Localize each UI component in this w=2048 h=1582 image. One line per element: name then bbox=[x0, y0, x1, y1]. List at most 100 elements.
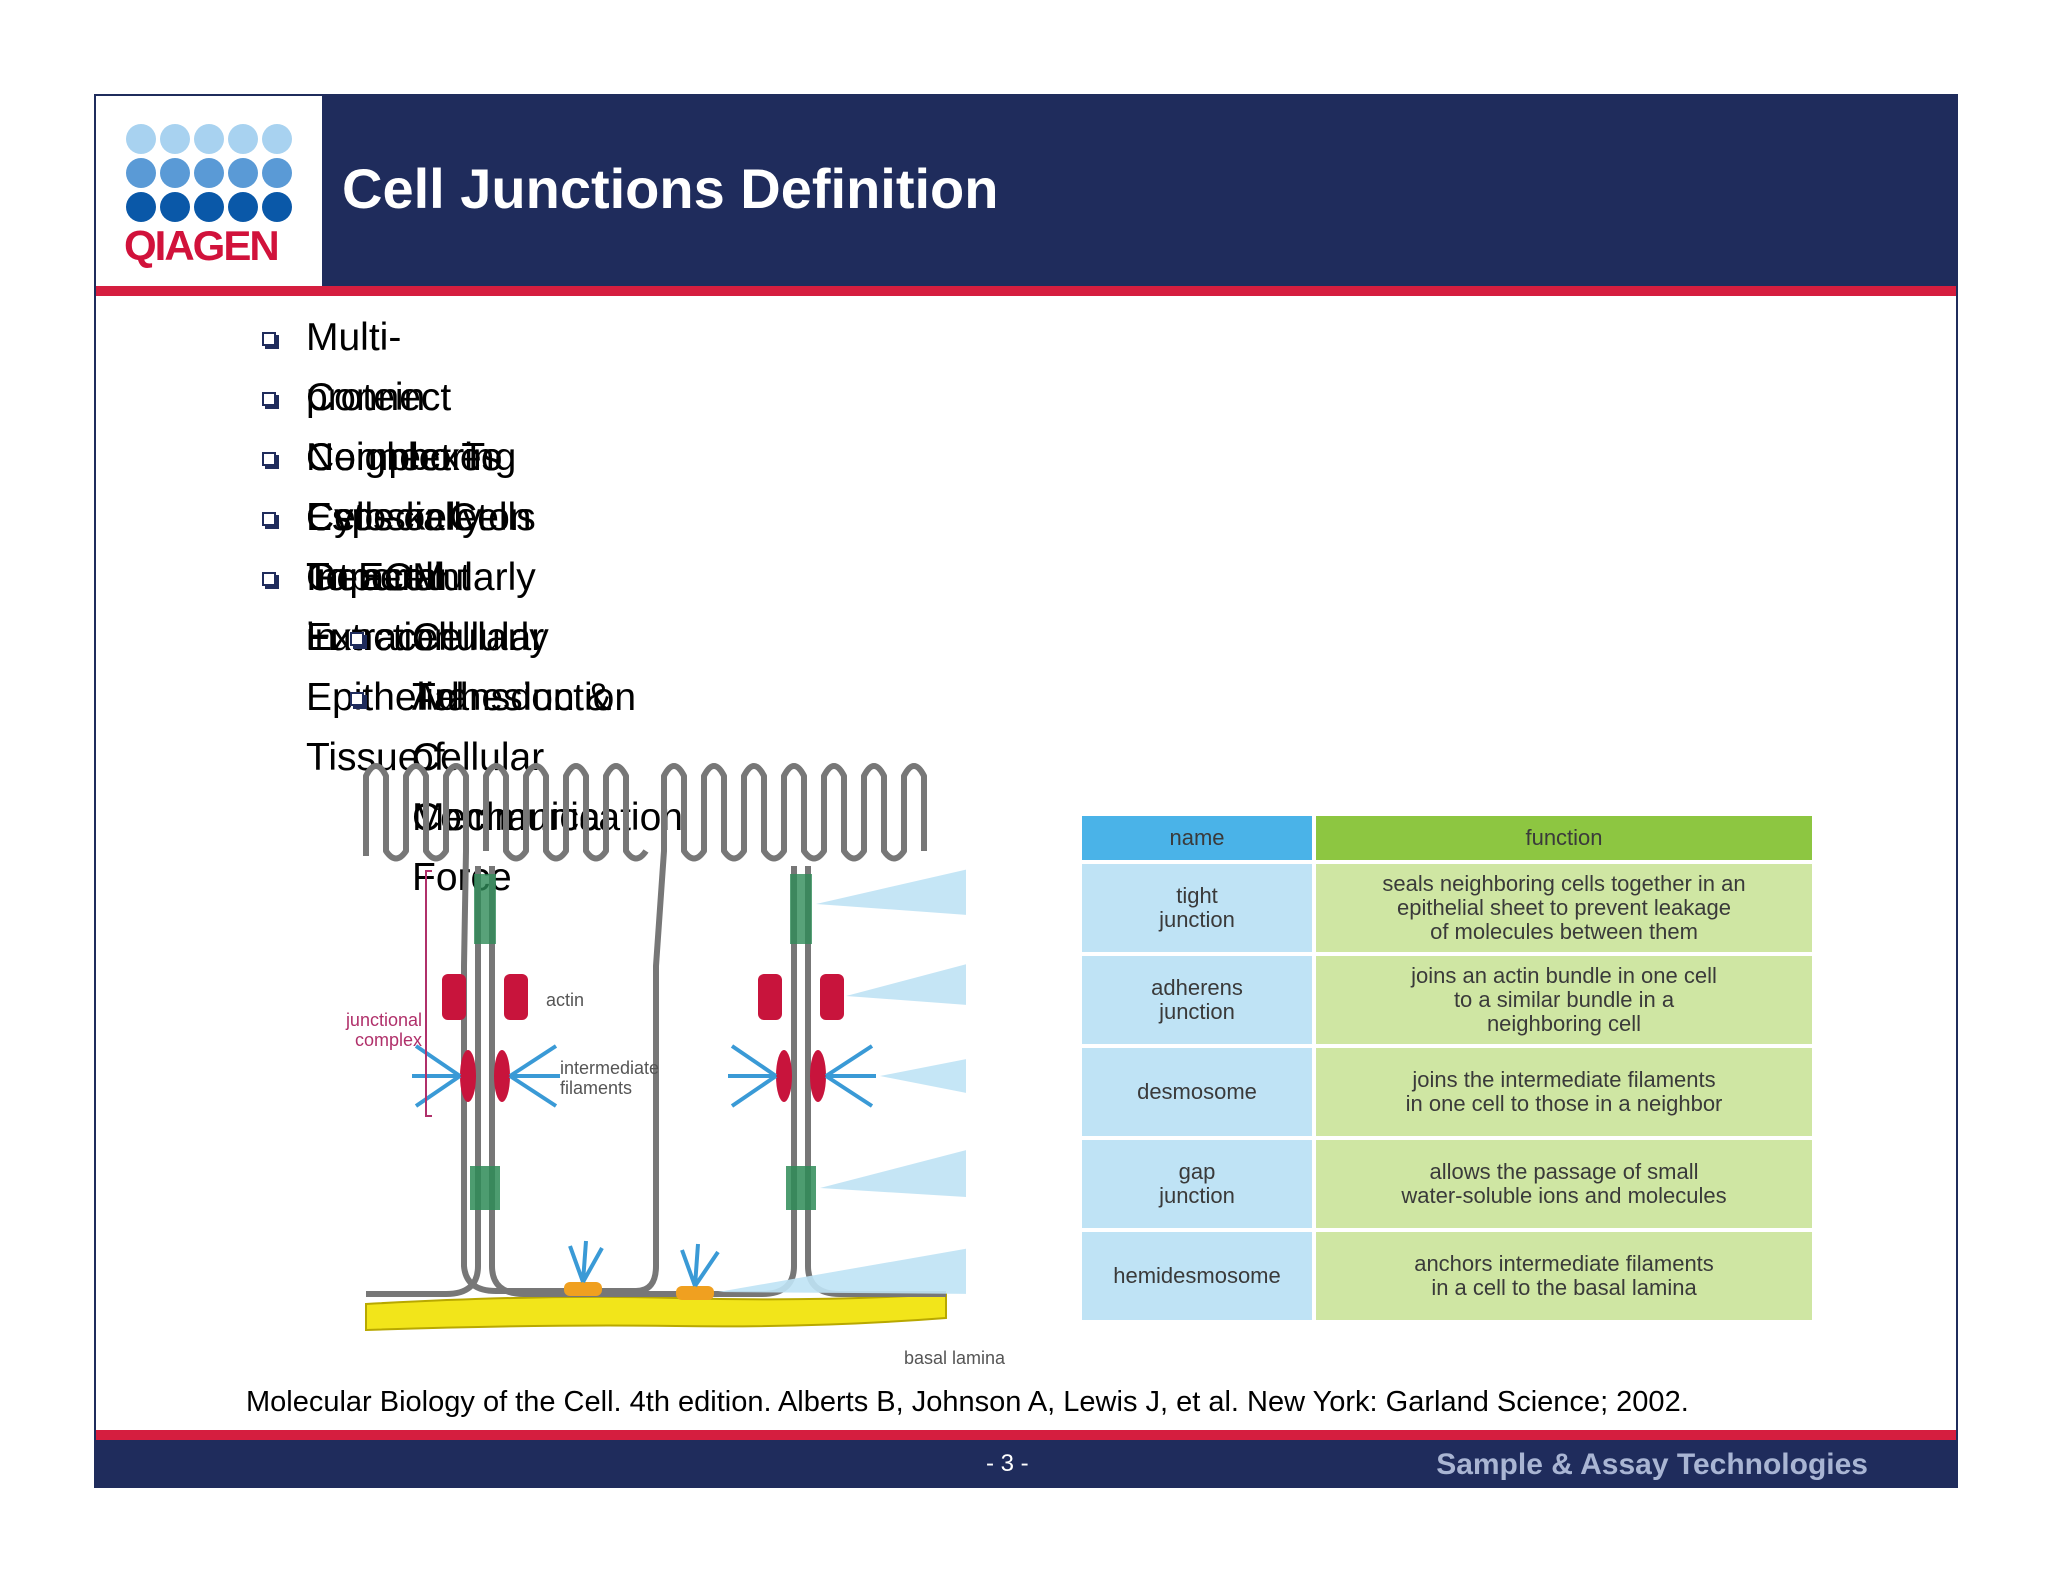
logo-dot bbox=[126, 124, 156, 154]
checkbox-bullet-icon bbox=[350, 632, 364, 646]
function-line: to a similar bundle in a bbox=[1453, 987, 1675, 1012]
function-line: joins an actin bundle in one cell bbox=[1411, 963, 1717, 988]
actin-label: actin bbox=[546, 990, 585, 1010]
logo-dot bbox=[160, 124, 190, 154]
checkbox-bullet-icon bbox=[262, 332, 276, 346]
function-line: seals neighboring cells together in an bbox=[1382, 871, 1746, 896]
bullet-item: Cellular Adhesion & Cellular Communicati… bbox=[166, 608, 683, 839]
logo-dot bbox=[160, 158, 190, 188]
junctional-label-line2: complex bbox=[354, 1030, 422, 1050]
table-cell-name: desmosome bbox=[1082, 1048, 1312, 1136]
logo-dot bbox=[126, 192, 156, 222]
footer-tagline: Sample & Assay Technologies bbox=[1436, 1448, 1868, 1481]
intermediate-filaments-label: intermediate filaments bbox=[560, 1058, 659, 1098]
logo-dot bbox=[126, 158, 156, 188]
name-line: gap bbox=[1178, 1159, 1216, 1184]
bullet-text: Connect Neighboring Cells or Cells To EC… bbox=[306, 376, 549, 659]
epithelial-cells-diagram bbox=[363, 763, 966, 1332]
tight-junction-right bbox=[790, 874, 812, 944]
basal-lamina-label: basal lamina bbox=[904, 1348, 1006, 1368]
hemidesmosomes bbox=[564, 1240, 720, 1300]
bullet-item: Multi-protein Complexes bbox=[166, 308, 501, 479]
logo-dot bbox=[262, 158, 292, 188]
logo-dot bbox=[262, 192, 292, 222]
checkbox-bullet-icon bbox=[262, 392, 276, 406]
actin-left bbox=[442, 974, 528, 1020]
logo-dot bbox=[228, 124, 258, 154]
checkbox-bullet-icon bbox=[350, 692, 364, 706]
junctional-complex-bracket bbox=[425, 870, 432, 1117]
qiagen-logo: QIAGEN bbox=[96, 96, 322, 286]
logo-dot bbox=[194, 124, 224, 154]
table-header-name: name bbox=[1082, 816, 1312, 860]
actin-right bbox=[758, 974, 844, 1020]
logo-dot bbox=[228, 192, 258, 222]
tight-junction-left bbox=[474, 874, 496, 944]
bullet-item: Transduction of Mechanical Force bbox=[166, 668, 636, 899]
desmosome-right bbox=[728, 1044, 876, 1108]
name-line: junction bbox=[1159, 1183, 1235, 1208]
checkbox-bullet-icon bbox=[262, 572, 276, 586]
desmosome-left bbox=[412, 1044, 560, 1108]
function-line: anchors intermediate filaments bbox=[1414, 1251, 1714, 1276]
membrane-left-junction-2 bbox=[489, 866, 676, 1297]
name-line: junction bbox=[1159, 999, 1235, 1024]
function-line: allows the passage of small bbox=[1429, 1159, 1699, 1184]
table-header-function: function bbox=[1316, 816, 1812, 860]
checkbox-bullet-icon bbox=[262, 452, 276, 466]
function-line: joins the intermediate filaments bbox=[1412, 1067, 1716, 1092]
function-line: epithelial sheet to prevent leakage bbox=[1397, 895, 1731, 920]
bullet-text: Connect To Cytoskeleton Intracellularly bbox=[306, 436, 536, 599]
bullet-text: General Function bbox=[306, 556, 456, 659]
intermediate-label-line1: intermediate bbox=[560, 1058, 660, 1078]
bullet-text: Multi-protein Complexes bbox=[306, 316, 502, 479]
microvilli-mid bbox=[483, 763, 649, 862]
name-line: junction bbox=[1159, 907, 1235, 932]
table-cell-name: hemidesmosome bbox=[1082, 1232, 1312, 1320]
membrane-left-junction bbox=[366, 866, 481, 1297]
bullet-item: General Function bbox=[166, 548, 456, 659]
logo-text: QIAGEN bbox=[124, 222, 280, 269]
footer-divider bbox=[96, 1430, 1956, 1440]
junctional-complex-label: junctional complex bbox=[344, 1010, 422, 1050]
name-line: hemidesmosome bbox=[1113, 1263, 1281, 1288]
logo-dot bbox=[194, 158, 224, 188]
bullet-item: Especially Important in Epithelial Tissu… bbox=[166, 488, 482, 779]
name-line: adherens bbox=[1151, 975, 1243, 1000]
name-line: desmosome bbox=[1137, 1079, 1257, 1104]
logo-dots-icon bbox=[126, 124, 292, 226]
junctional-label-line1: junctional bbox=[345, 1010, 422, 1030]
footer-bar: - 3 - Sample & Assay Technologies bbox=[96, 1440, 1956, 1488]
page-number: - 3 - bbox=[986, 1450, 1029, 1477]
logo-dot bbox=[194, 192, 224, 222]
page-title: Cell Junctions Definition bbox=[342, 157, 999, 220]
callout-pointers bbox=[718, 869, 966, 1294]
bullet-item: Connect To Cytoskeleton Intracellularly bbox=[166, 428, 536, 599]
basal-lamina-shape bbox=[365, 1292, 947, 1332]
name-line: tight bbox=[1176, 883, 1218, 908]
header-bar: QIAGEN Cell Junctions Definition bbox=[96, 96, 1956, 286]
logo-dot bbox=[228, 158, 258, 188]
bullet-item: Connect Neighboring Cells or Cells To EC… bbox=[166, 368, 549, 659]
gap-junction-left bbox=[470, 1166, 500, 1210]
cell-junction-figure: junctional complex actin intermediate fi… bbox=[344, 746, 1812, 1386]
checkbox-bullet-icon bbox=[262, 512, 276, 526]
gap-junction-right bbox=[786, 1166, 816, 1210]
citation: Molecular Biology of the Cell. 4th editi… bbox=[246, 1386, 1689, 1418]
function-line: in a cell to the basal lamina bbox=[1431, 1275, 1697, 1300]
intermediate-label-line2: filaments bbox=[560, 1078, 633, 1098]
header-divider bbox=[96, 286, 1956, 296]
logo-dot bbox=[262, 124, 292, 154]
function-line: water-soluble ions and molecules bbox=[1401, 1183, 1727, 1208]
bullet-text: Especially Important in Epithelial Tissu… bbox=[306, 496, 482, 779]
